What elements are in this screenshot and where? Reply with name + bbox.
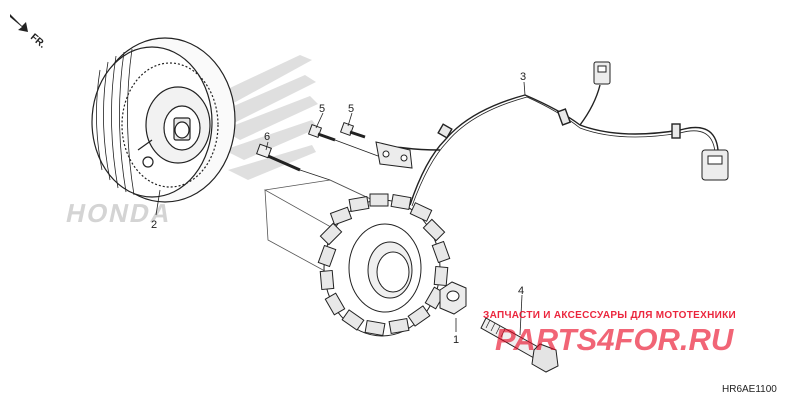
- callout-3: 3: [520, 71, 526, 83]
- wire-harness: [384, 84, 719, 207]
- honda-wing-watermark: [215, 55, 318, 180]
- bolt-5-guide: [334, 139, 379, 157]
- callout-2: 2: [151, 219, 157, 231]
- leader-lines: [155, 81, 526, 336]
- honda-text-watermark: HONDA: [64, 198, 176, 228]
- callout-4: 4: [518, 285, 524, 297]
- bolt-5a: [307, 123, 336, 142]
- stator-coil: [317, 193, 451, 337]
- diagram-code: HR6AE1100: [722, 384, 777, 395]
- shop-banner-text: ЗАПЧАСТИ И АКСЕССУАРЫ ДЛЯ МОТОТЕХНИКИ: [483, 310, 736, 321]
- arrow-forward-icon: [10, 14, 28, 32]
- pulse-generator-sensor: [375, 141, 413, 169]
- callout-5b: 5: [348, 103, 354, 115]
- flywheel-rotor: [91, 37, 236, 203]
- stud-bolt-6: [256, 143, 331, 181]
- harness-connector-upper: [593, 61, 611, 85]
- callout-6: 6: [264, 131, 270, 143]
- callout-1: 1: [453, 334, 459, 346]
- forward-direction-indicator: FR.: [10, 14, 48, 51]
- bolt-5b: [339, 121, 366, 139]
- shop-logo-text: PARTS4FOR.RU: [495, 322, 735, 357]
- flange-bolt-4: [480, 317, 559, 373]
- callout-5a: 5: [319, 103, 325, 115]
- flange-nut-1: [439, 281, 467, 315]
- fr-label: FR.: [28, 32, 48, 51]
- harness-connector-lower: [701, 149, 729, 181]
